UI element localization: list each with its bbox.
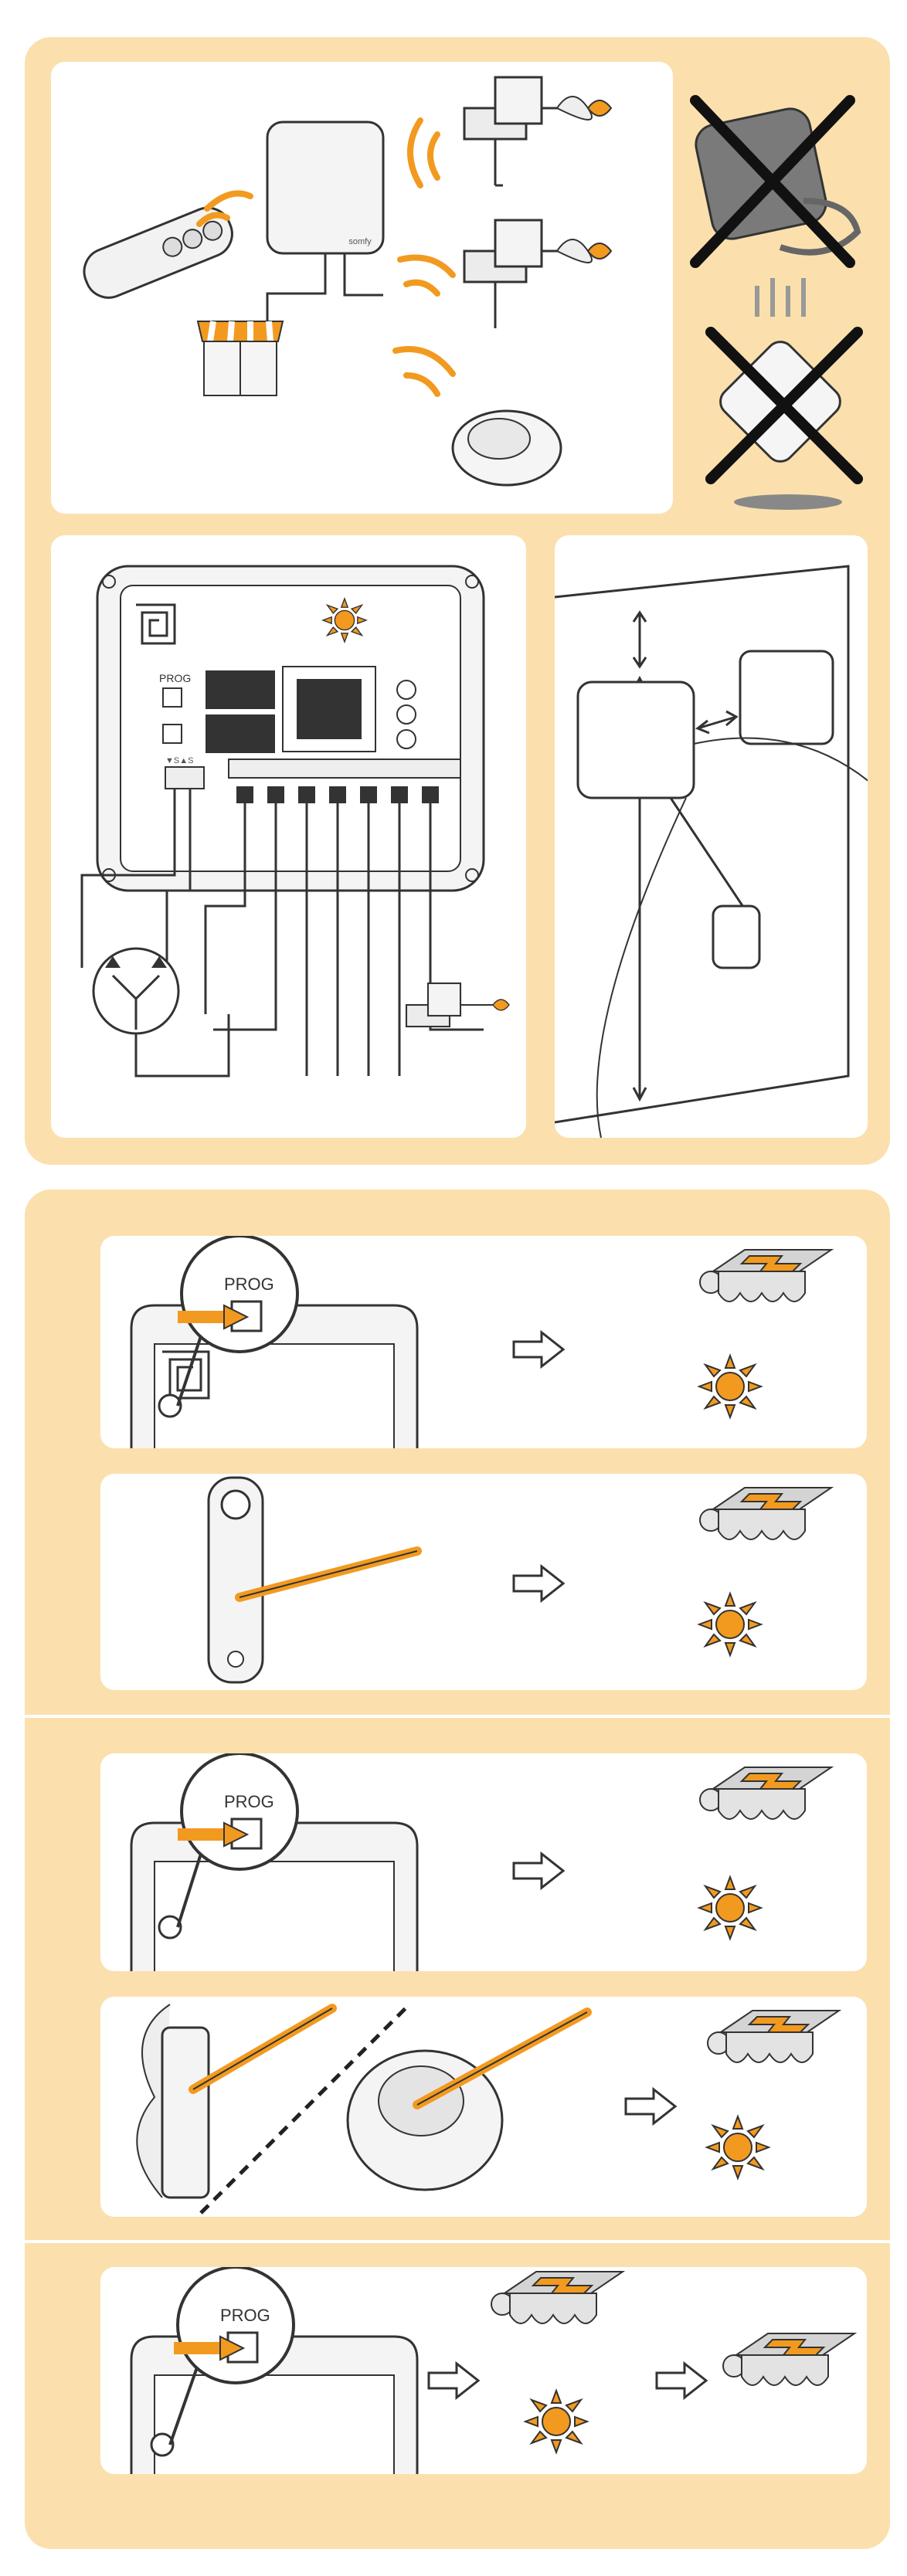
relay-label: ▼S▲S	[165, 756, 193, 765]
arrow-right-icon	[514, 1332, 563, 1366]
arrow-right-icon	[514, 1566, 563, 1600]
awning-moving-icon	[700, 1488, 831, 1539]
sun-icon	[525, 2391, 587, 2452]
prog-button-icon: PROG	[131, 1236, 417, 1448]
awning-moving-icon	[700, 1767, 831, 1819]
wind-sensor-icon	[464, 77, 611, 185]
step-final-card: PROG	[100, 2267, 867, 2474]
step-remote-pen-card	[100, 1474, 867, 1690]
warning-pictograms	[688, 85, 881, 518]
step-prog-button-card: PROG	[100, 1753, 867, 1971]
pen-icon	[239, 1551, 417, 1597]
wiring-diagram-card: PROG ▼S▲S	[51, 535, 526, 1138]
step-sensor-pen-card	[100, 1997, 867, 2217]
brand-label: somfy	[348, 237, 372, 246]
system-overview-card: somfy	[51, 62, 673, 514]
sun-icon	[707, 2116, 769, 2178]
prog-label: PROG	[159, 672, 191, 684]
pen-icon	[193, 2008, 332, 2089]
arrow-right-icon	[514, 1854, 563, 1888]
section-separator	[25, 1715, 890, 1718]
arrow-right-icon	[626, 2089, 675, 2123]
awning-moving-icon	[491, 2272, 623, 2323]
awning-moving-icon	[723, 2333, 854, 2385]
prog-button-icon: PROG	[131, 1753, 417, 1971]
sun-icon	[699, 1593, 761, 1655]
prog-label: PROG	[224, 1274, 274, 1294]
step-prog-button-card: PROG	[100, 1236, 867, 1448]
do-not-immerse-icon	[692, 100, 858, 263]
prog-button-icon: PROG	[131, 2267, 417, 2474]
receiver-box-icon: somfy	[267, 122, 383, 321]
installation-distance-diagram	[555, 535, 868, 1138]
sun-icon	[699, 1877, 761, 1939]
sun-icon	[699, 1356, 761, 1417]
section-separator	[25, 2240, 890, 2243]
awning-icon	[198, 321, 283, 395]
installation-distance-card	[555, 535, 868, 1138]
awning-moving-icon	[708, 2011, 839, 2062]
wiring-diagram: PROG ▼S▲S	[51, 535, 526, 1138]
prog-label: PROG	[220, 2306, 270, 2325]
sun-sensor-icon	[453, 411, 561, 485]
prog-label: PROG	[224, 1792, 274, 1811]
wind-sensor-icon	[464, 220, 611, 328]
arrow-right-icon	[657, 2364, 706, 2398]
awning-moving-icon	[700, 1250, 831, 1302]
do-not-drop-icon	[711, 278, 858, 510]
arrow-right-icon	[429, 2364, 478, 2398]
